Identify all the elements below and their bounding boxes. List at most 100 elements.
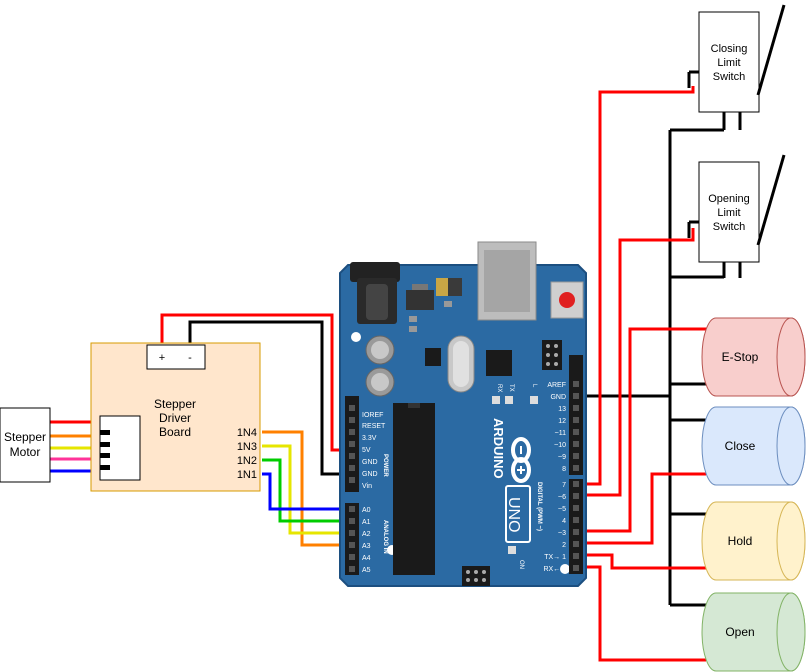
analog-header-label: ANALOG IN	[382, 520, 388, 554]
wire-estop-to-d3	[578, 327, 708, 533]
on-led	[508, 546, 516, 554]
pin-gnd-1: GND	[362, 459, 378, 466]
connector-pin	[100, 430, 110, 435]
driver-label-1: Stepper	[154, 397, 196, 411]
pin-d11: ~11	[555, 430, 566, 437]
rx-led	[492, 396, 500, 404]
analog-pins: A0 A1 A2 A3 A4 A5 ANALOG IN	[349, 506, 388, 574]
input-1n1: 1N1	[237, 469, 257, 481]
pin-d2: 2	[562, 542, 566, 549]
pin-5v: 5V	[362, 447, 371, 454]
wire-1n4-to-a3	[262, 430, 355, 547]
digital-pins-upper: AREF GND 13 12 ~11 ~10 ~9 8	[547, 381, 579, 473]
connector-pin	[100, 442, 110, 447]
pin-3v3: 3.3V	[362, 435, 377, 442]
mount-hole	[560, 564, 570, 574]
power-header-label: POWER	[382, 454, 388, 477]
digital-header-upper	[569, 355, 583, 475]
motor-label-1: Stepper	[4, 430, 46, 444]
wire-1n1-to-a0	[262, 472, 355, 511]
pin-d13: 13	[558, 406, 566, 413]
digital-header-lower	[569, 479, 583, 574]
hold-label: Hold	[728, 534, 753, 548]
mount-hole	[351, 332, 361, 342]
wire-closing-to-d7	[578, 86, 695, 486]
microcontroller	[393, 403, 435, 575]
pin-d9: ~9	[558, 454, 566, 461]
pin-d12: 12	[558, 418, 566, 425]
connector-pin	[100, 465, 110, 470]
minus-label: -	[188, 352, 192, 364]
tx-led	[505, 396, 513, 404]
close-button: Close	[701, 406, 806, 486]
opening-switch-line-1: Opening	[708, 193, 750, 205]
wire-close-to-d2	[578, 472, 706, 545]
open-label: Open	[725, 625, 754, 639]
input-1n3: 1N3	[237, 441, 257, 453]
pin-gnd-3: GND	[550, 394, 566, 401]
power-terminal	[146, 344, 206, 370]
wire-open-to-d0	[578, 565, 706, 662]
driver-label-2: Driver	[159, 411, 191, 425]
opening-switch-line-2: Limit	[717, 207, 740, 219]
switch-lever	[756, 154, 786, 246]
pin-a0: A0	[362, 507, 371, 514]
pin-d1: TX→ 1	[544, 554, 566, 561]
plus-label: +	[159, 352, 165, 364]
digital-header-label: DIGITAL (PWM ~)	[536, 482, 542, 531]
uno-label: UNO	[505, 497, 522, 533]
reset-button-cap	[559, 292, 575, 308]
motor-connector	[99, 415, 141, 481]
pin-gnd-2: GND	[362, 471, 378, 478]
l-led-label: L	[531, 384, 537, 388]
closing-limit-switch: Closing Limit Switch	[687, 4, 786, 130]
icsp-header-top	[542, 340, 562, 370]
pin-reset: RESET	[362, 423, 386, 430]
closing-switch-line-2: Limit	[717, 57, 740, 69]
pin-d3: ~3	[558, 530, 566, 537]
pin-a2: A2	[362, 531, 371, 538]
wire-driver-minus-to-gnd	[188, 320, 358, 476]
uno-box	[505, 485, 531, 543]
pin-d10: ~10	[554, 442, 566, 449]
digital-pins-lower: 7 ~6 ~5 4 ~3 2 TX→ 1 RX← 0 DIGITAL (PWM …	[536, 481, 579, 573]
opening-switch-line-3: Switch	[713, 221, 745, 233]
open-button: Open	[701, 592, 806, 672]
pin-d5: ~5	[558, 506, 566, 513]
pin-d0: RX← 0	[543, 566, 566, 573]
icsp-header-bottom	[462, 566, 490, 586]
input-1n4: 1N4	[237, 427, 257, 439]
small-ic	[425, 348, 441, 366]
opening-limit-switch: Opening Limit Switch	[687, 154, 786, 278]
wires	[50, 86, 726, 662]
switch-lever	[756, 4, 786, 96]
wire-1n3-to-a2	[262, 444, 355, 535]
arduino-brand: ARDUINO	[491, 418, 506, 479]
on-label: ON	[518, 560, 524, 569]
close-label: Close	[725, 439, 756, 453]
stepper-motor: Stepper Motor	[0, 407, 51, 483]
wire-hold-to-d1	[578, 553, 706, 570]
arduino-uno-board: RX TX L ARDUINO UNO ON	[339, 241, 587, 587]
motor-label-2: Motor	[10, 445, 41, 459]
pin-vin: Vin	[362, 483, 372, 490]
pin-d4: 4	[562, 518, 566, 525]
wire-opening-to-d6	[578, 228, 695, 497]
pin-ioref: IOREF	[362, 412, 383, 419]
dc-jack	[350, 262, 400, 282]
pin-a3: A3	[362, 543, 371, 550]
closing-switch-line-1: Closing	[711, 43, 748, 55]
driver-label-3: Board	[159, 425, 191, 439]
pin-d8: 8	[562, 466, 566, 473]
closing-switch-line-3: Switch	[713, 71, 745, 83]
stepper-driver-board: + - Stepper Driver Board 1N4 1N3 1N2 1N1	[90, 342, 261, 492]
hold-button: Hold	[701, 501, 806, 581]
tx-led-label: TX	[508, 384, 514, 392]
arduino-infinity-logo	[511, 437, 531, 483]
l-led	[530, 396, 538, 404]
pin-aref: AREF	[547, 382, 566, 389]
usb-chip	[486, 350, 512, 376]
estop-button: E-Stop	[701, 317, 806, 397]
voltage-regulator	[406, 290, 434, 310]
